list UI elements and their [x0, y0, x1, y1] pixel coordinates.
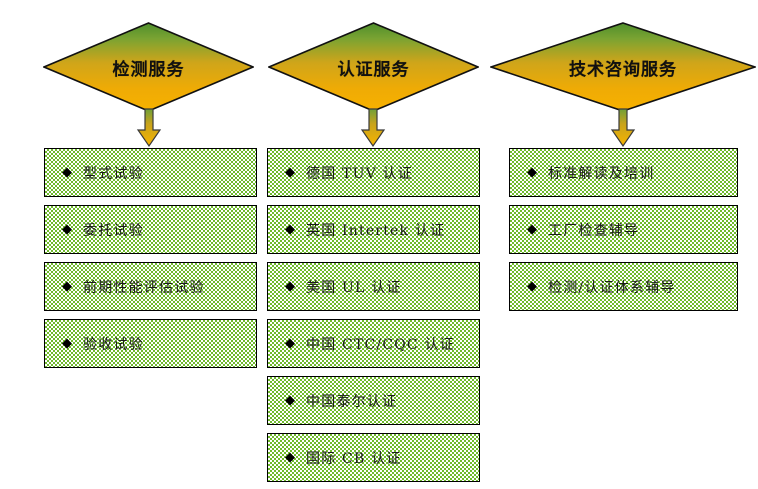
list-item-label: 德国 TUV 认证: [306, 165, 413, 182]
diamond-header-testing-service[interactable]: 检测服务: [43, 22, 254, 112]
arrow-down-icon: [136, 108, 162, 148]
list-item-label: 委托试验: [83, 222, 144, 239]
list-item[interactable]: ◆ 型式试验: [44, 148, 257, 197]
list-item[interactable]: ◆ 工厂检查辅导: [509, 205, 738, 254]
diamond-shape-icon: [268, 22, 479, 112]
bullet-diamond-icon: ◆: [527, 279, 537, 294]
bullet-diamond-icon: ◆: [527, 222, 537, 237]
list-item[interactable]: ◆ 美国 UL 认证: [267, 262, 480, 311]
list-item-label: 中国泰尔认证: [306, 393, 398, 410]
bullet-diamond-icon: ◆: [285, 450, 295, 465]
list-item[interactable]: ◆ 标准解读及培训: [509, 148, 738, 197]
list-item[interactable]: ◆ 前期性能评估试验: [44, 262, 257, 311]
list-item-label: 检测/认证体系辅导: [548, 279, 676, 296]
bullet-diamond-icon: ◆: [285, 279, 295, 294]
diamond-shape-icon: [490, 22, 756, 112]
bullet-diamond-icon: ◆: [527, 165, 537, 180]
arrow-down-icon: [610, 108, 636, 148]
arrow-down-technical-consulting-service: [610, 108, 636, 148]
list-item[interactable]: ◆ 委托试验: [44, 205, 257, 254]
list-item-label: 美国 UL 认证: [306, 279, 402, 296]
diamond-header-technical-consulting-service[interactable]: 技术咨询服务: [490, 22, 756, 112]
bullet-diamond-icon: ◆: [285, 222, 295, 237]
list-item[interactable]: ◆ 德国 TUV 认证: [267, 148, 480, 197]
arrow-down-icon: [360, 108, 386, 148]
list-item-label: 英国 Intertek 认证: [306, 222, 446, 239]
list-item-label: 国际 CB 认证: [306, 450, 402, 467]
diamond-header-certification-service[interactable]: 认证服务: [268, 22, 479, 112]
bullet-diamond-icon: ◆: [285, 336, 295, 351]
list-item-label: 型式试验: [83, 165, 144, 182]
arrow-down-certification-service: [360, 108, 386, 148]
list-item[interactable]: ◆ 验收试验: [44, 319, 257, 368]
list-item-label: 验收试验: [83, 336, 144, 353]
list-item-label: 标准解读及培训: [548, 165, 655, 182]
bullet-diamond-icon: ◆: [285, 165, 295, 180]
list-item[interactable]: ◆ 中国 CTC/CQC 认证: [267, 319, 480, 368]
bullet-diamond-icon: ◆: [62, 336, 72, 351]
bullet-diamond-icon: ◆: [62, 165, 72, 180]
arrow-down-testing-service: [136, 108, 162, 148]
list-item[interactable]: ◆ 国际 CB 认证: [267, 433, 480, 482]
bullet-diamond-icon: ◆: [62, 279, 72, 294]
diamond-shape-icon: [43, 22, 254, 112]
list-item[interactable]: ◆ 英国 Intertek 认证: [267, 205, 480, 254]
list-item[interactable]: ◆ 中国泰尔认证: [267, 376, 480, 425]
list-item[interactable]: ◆ 检测/认证体系辅导: [509, 262, 738, 311]
bullet-diamond-icon: ◆: [285, 393, 295, 408]
list-item-label: 中国 CTC/CQC 认证: [306, 336, 455, 353]
bullet-diamond-icon: ◆: [62, 222, 72, 237]
list-item-label: 工厂检查辅导: [548, 222, 640, 239]
list-item-label: 前期性能评估试验: [83, 279, 205, 296]
